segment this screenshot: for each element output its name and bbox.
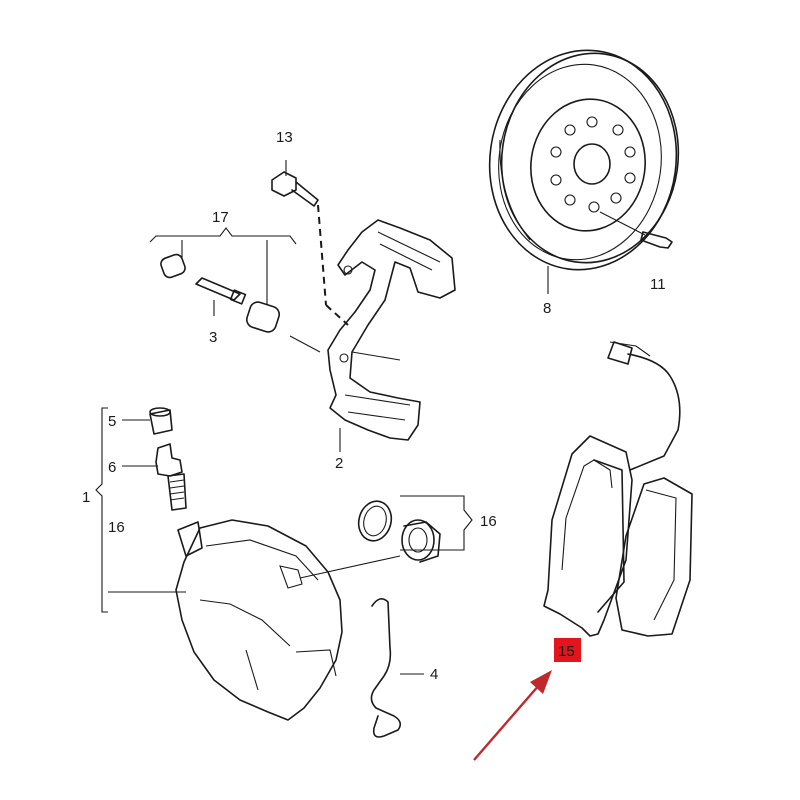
brake-pad-set [543,341,693,637]
piston-seal [357,500,393,542]
brake-disc [488,49,680,271]
piston [401,519,441,563]
callout-13: 13 [276,129,293,146]
callout-1: 1 [82,489,90,506]
bleeder-valve [155,443,187,511]
callout-15: 15 [558,643,575,660]
callout-8: 8 [543,300,551,317]
highlight-arrow [473,670,552,761]
wear-sensor-wire [609,341,651,357]
group-bracket-1 [95,407,108,613]
callout-6: 6 [108,459,116,476]
disc-bolt-holes [550,116,636,213]
caliper-carrier [327,219,456,441]
callout-5: 5 [108,413,116,430]
disc-screw [599,211,673,249]
callout-2: 2 [335,455,343,472]
callout-17: 17 [212,209,229,226]
brake-caliper [175,519,343,721]
callout-15-badge [554,638,581,662]
callout-3: 3 [209,329,217,346]
bleeder-cap [149,407,173,435]
callout-4: 4 [430,666,438,683]
retaining-spring [370,598,402,738]
callout-16-right: 16 [480,513,497,530]
callout-11: 11 [650,276,666,293]
callout-16-left: 16 [108,519,125,536]
carrier-bolt [271,171,349,326]
guide-pin-set [149,227,321,353]
